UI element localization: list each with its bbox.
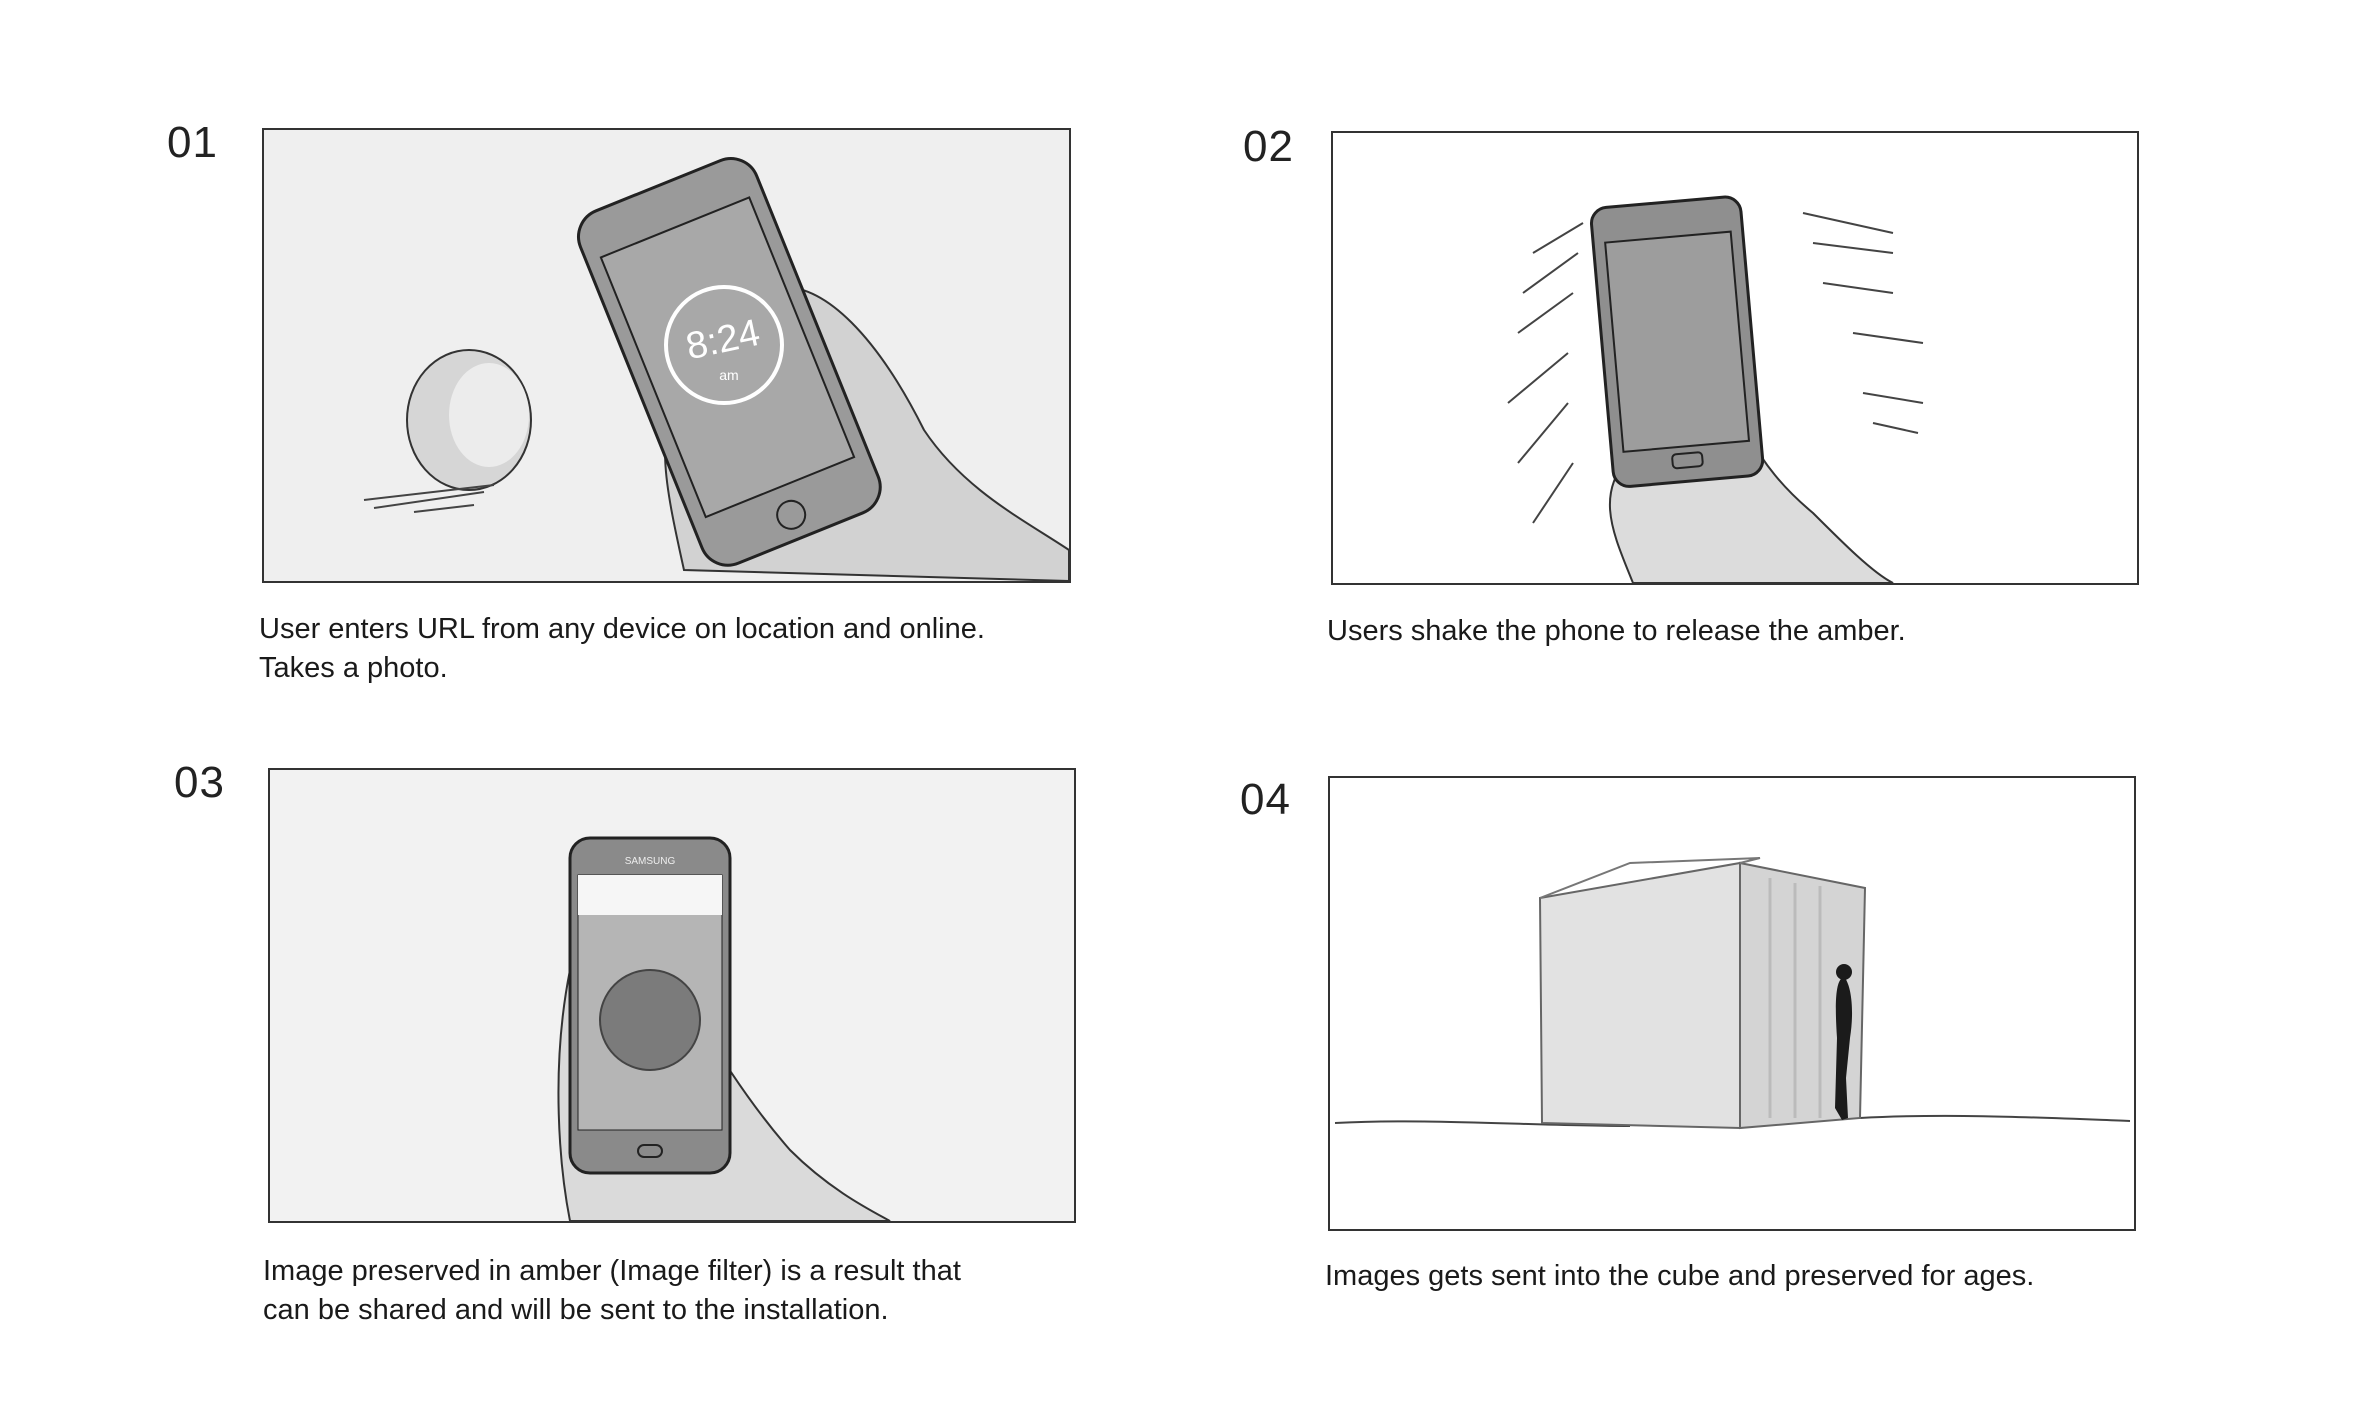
step-caption: Users shake the phone to release the amb… — [1327, 612, 2147, 651]
step-caption: Images gets sent into the cube and prese… — [1325, 1257, 2145, 1296]
step-caption: User enters URL from any device on locat… — [259, 610, 1079, 688]
step-number: 04 — [1240, 775, 1291, 824]
caption-line: Takes a photo. — [259, 652, 448, 684]
step-number: 02 — [1243, 122, 1294, 171]
caption-line: Users shake the phone to release the amb… — [1327, 615, 1906, 647]
phone-clock-sketch: 8:24 am — [363, 157, 1069, 581]
step-caption: Image preserved in amber (Image filter) … — [263, 1252, 1083, 1330]
storyboard-frame-3: SAMSUNG — [268, 768, 1076, 1223]
caption-line: Image preserved in amber (Image filter) … — [263, 1255, 961, 1287]
caption-line: can be shared and will be sent to the in… — [263, 1294, 889, 1326]
caption-line: Images gets sent into the cube and prese… — [1325, 1260, 2035, 1292]
storyboard-frame-2 — [1331, 131, 2139, 585]
cube-installation-sketch — [1334, 857, 2131, 1130]
clock-period: am — [719, 367, 738, 383]
step-number: 03 — [174, 758, 225, 807]
storyboard-frame-4 — [1328, 776, 2136, 1231]
amber-phone-sketch: SAMSUNG — [557, 836, 891, 1221]
phone-brand: SAMSUNG — [625, 856, 676, 867]
phone-shake-sketch — [1507, 195, 1924, 583]
caption-line: User enters URL from any device on locat… — [259, 613, 985, 645]
step-number: 01 — [167, 118, 218, 167]
storyboard-frame-1: 8:24 am — [262, 128, 1071, 583]
